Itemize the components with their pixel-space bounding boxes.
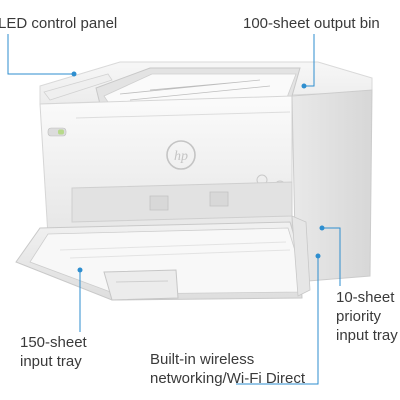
dot-wifi [315, 253, 321, 259]
leader-dots [71, 71, 325, 273]
callout-priority-line-3: input tray [336, 327, 398, 344]
callout-wifi-line-1: Built-in wireless [150, 351, 255, 368]
dot-priority [319, 225, 325, 231]
callout-led-text: LED control panel [0, 15, 118, 32]
callout-led-control-panel: LED control panel [0, 14, 117, 33]
control-panel [43, 73, 113, 101]
paper-slot [71, 181, 293, 223]
callout-input-line-2: input tray [20, 353, 82, 370]
hp-logo-icon [166, 140, 196, 170]
callout-wifi-line-2: networking/Wi-Fi Direct [150, 370, 306, 387]
leader-output [306, 34, 315, 87]
leader-wifi [236, 258, 319, 385]
callout-priority-tray: 10-sheet priority input tray [336, 288, 398, 345]
leader-lines [7, 34, 341, 385]
tray-extension [103, 269, 179, 301]
leader-priority [322, 227, 341, 286]
callout-output-text: 100-sheet output bin [243, 15, 380, 32]
callout-input-line-1: 150-sheet [20, 334, 87, 351]
printer-illustration: hp [15, 61, 373, 301]
hp-logo-text: hp [174, 149, 188, 164]
callout-priority-line-2: priority [336, 308, 382, 325]
priority-tray [291, 215, 311, 297]
callout-wireless: Built-in wireless networking/Wi-Fi Direc… [150, 350, 305, 388]
dot-input [77, 267, 83, 273]
callout-priority-line-1: 10-sheet [336, 289, 395, 306]
dot-output [301, 83, 307, 89]
callout-output-bin: 100-sheet output bin [243, 14, 380, 33]
callout-input-tray: 150-sheet input tray [20, 333, 87, 371]
dot-led [71, 71, 77, 77]
leader-led [7, 34, 72, 75]
